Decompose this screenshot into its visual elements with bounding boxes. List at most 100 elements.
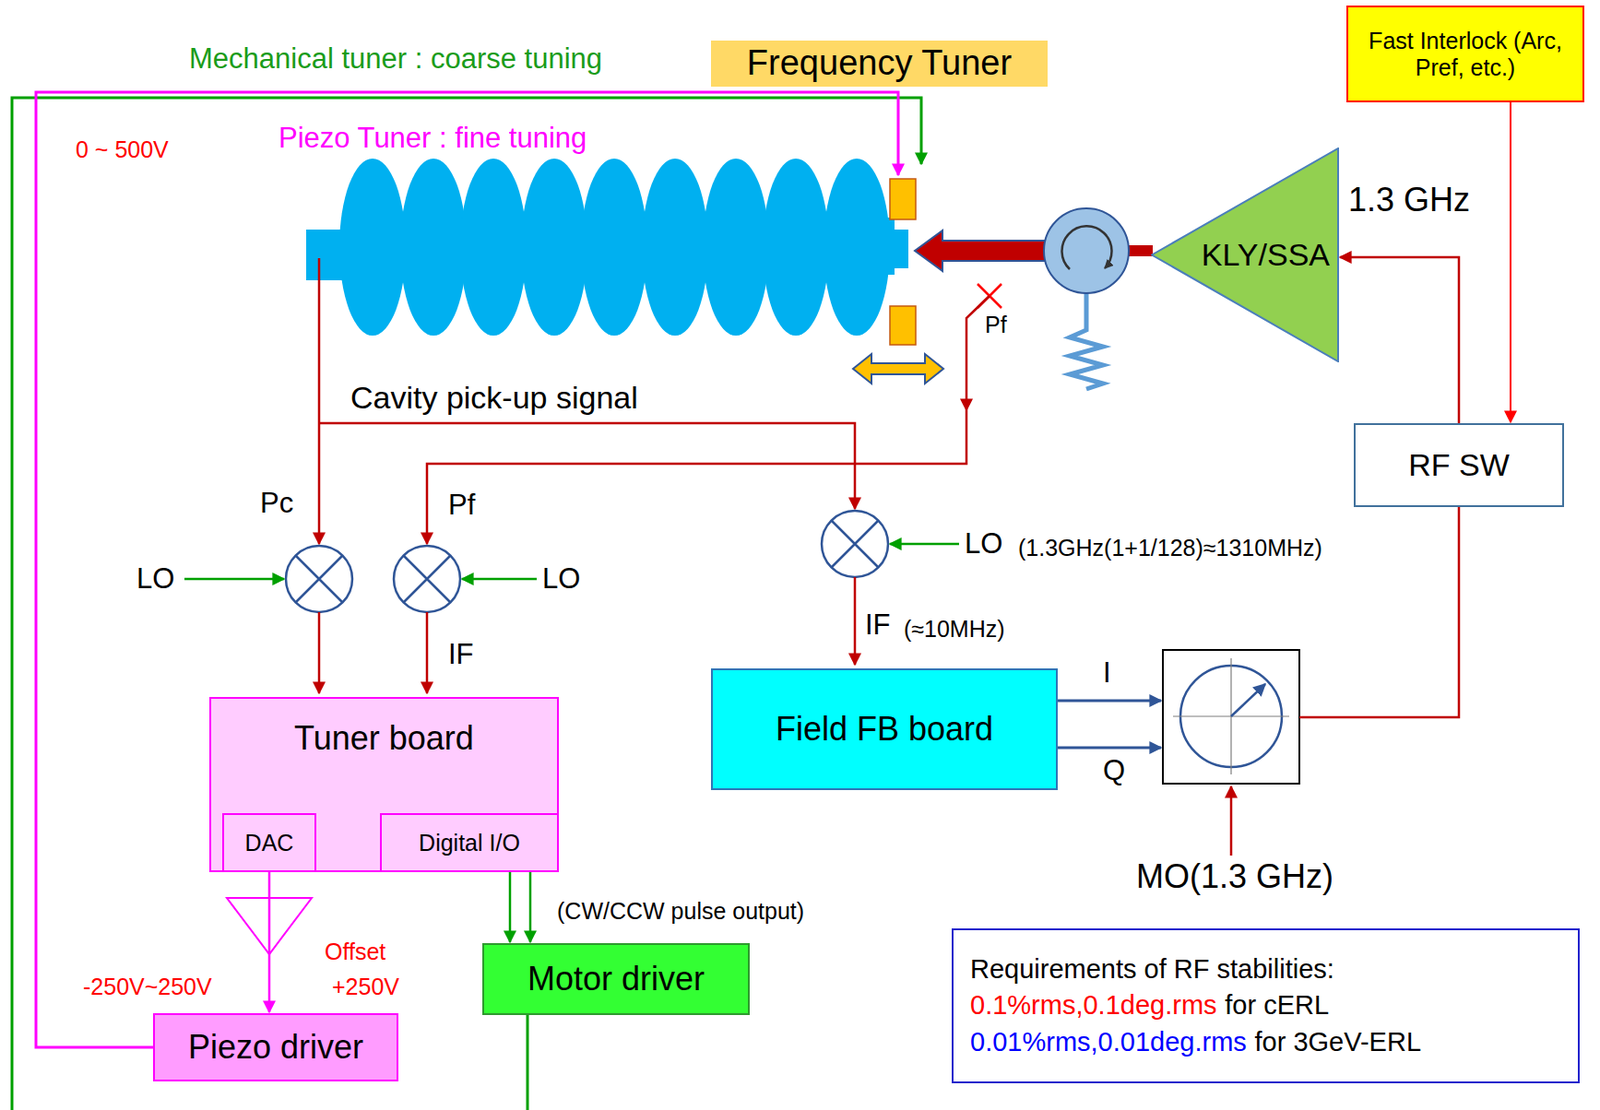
if-line: [853, 577, 857, 665]
cavity-cell: [460, 158, 527, 336]
mixers: [285, 510, 889, 613]
phasor-arrow: [1231, 684, 1266, 717]
note-box: Requirements of RF stabilities: 0.1%rms,0…: [951, 928, 1580, 1084]
signal-label: Pf: [984, 311, 1008, 339]
driver-box: Piezo driver: [153, 1013, 399, 1082]
note-text: Requirements of RF stabilities:: [970, 954, 1335, 984]
piezo-wire: [35, 92, 899, 1048]
signal-connector: [529, 872, 533, 943]
triangle-shape: [1151, 148, 1339, 362]
note-text: for cERL: [1224, 990, 1329, 1020]
node-label: Digital I/O: [418, 829, 521, 857]
note-text: 0.01%rms,0.01deg.rms: [970, 1027, 1247, 1057]
mo-line: [1230, 786, 1233, 856]
q-line: [1057, 746, 1162, 750]
note-line: 0.1%rms,0.1deg.rmsfor cERL: [970, 990, 1329, 1021]
cavity: [306, 158, 909, 336]
lo-line: [889, 543, 960, 546]
circulator: [1043, 208, 1129, 294]
interlock-box: Fast Interlock (Arc, Pref, etc.): [1346, 5, 1585, 103]
node-label: KLY/SSA: [1201, 237, 1330, 273]
forward-power-arrow: [914, 230, 1046, 272]
signal-label: +250V: [331, 973, 400, 1001]
phasor-axes: [1173, 658, 1290, 775]
circulator-arrow: [1061, 225, 1112, 270]
signal-label: LO: [542, 562, 581, 596]
cavity-cell: [521, 158, 588, 336]
i-line: [1057, 699, 1162, 703]
pickup-line: [318, 258, 321, 545]
signal-label: Piezo Tuner : fine tuning: [278, 121, 587, 155]
signal-label: I: [1102, 656, 1112, 690]
signal-label: Mechanical tuner : coarse tuning: [189, 42, 603, 76]
dummy-load: [1069, 293, 1103, 390]
node-label: RF SW: [1408, 447, 1510, 484]
signal-label: Offset: [324, 938, 386, 966]
note-text: 0.1%rms,0.1deg.rms: [970, 990, 1218, 1020]
signal-label: Pf: [448, 488, 475, 522]
motor-wire: [526, 1015, 530, 1110]
signal-label: -250V~250V: [82, 973, 213, 1001]
signal-connector: [509, 872, 512, 943]
if-line: [426, 612, 429, 694]
amplifier-triangle: KLY/SSA: [1150, 147, 1340, 363]
node-label: Field FB board: [775, 710, 994, 748]
signal-label: (≈10MHz): [903, 616, 1006, 643]
signal-label: (CW/CCW pulse output): [557, 898, 805, 925]
rf-line: [1126, 245, 1153, 257]
title-box: Frequency Tuner: [711, 40, 1048, 87]
node-label: Frequency Tuner: [746, 43, 1012, 84]
signal-label: IF: [448, 638, 475, 672]
tuner-block: [889, 306, 916, 345]
node-label: Fast Interlock (Arc, Pref, etc.): [1362, 27, 1570, 82]
cavity-cell: [400, 158, 467, 336]
note-text: for 3GeV-ERL: [1255, 1027, 1423, 1057]
cavity-cell: [762, 158, 830, 336]
note-line: Requirements of RF stabilities:: [970, 954, 1335, 985]
node-label: DAC: [245, 829, 295, 857]
mechanical-tuner-wire: [11, 97, 922, 1110]
io-box: Digital I/O: [379, 813, 559, 873]
dac-box: DAC: [222, 813, 317, 873]
pickup-line: [319, 423, 855, 510]
cavity-cell: [339, 158, 406, 336]
cavity-cell: [823, 158, 890, 336]
driver-box: Motor driver: [482, 943, 750, 1016]
pf-line: [426, 410, 967, 545]
mixer-symbol: [821, 510, 889, 578]
board-box: Tuner boardDAC Digital I/O: [209, 697, 559, 873]
signal-label: 0 ~ 500V: [75, 136, 169, 164]
signal-label: LO: [136, 562, 175, 596]
note-line: 0.01%rms,0.01deg.rms for 3GeV-ERL: [970, 1027, 1422, 1058]
signal-label: Pc: [260, 486, 294, 521]
tuner-motion-arrow: [853, 354, 944, 384]
node-label: Tuner board: [294, 719, 475, 758]
cavity-cell: [580, 158, 648, 336]
board-box: Field FB board: [711, 668, 1058, 791]
iq-modulator: [1162, 650, 1300, 784]
lo-line: [462, 578, 537, 581]
signal-label: Q: [1102, 754, 1126, 788]
signal-connector: [1339, 257, 1459, 424]
signal-label: Cavity pick-up signal: [350, 379, 639, 416]
mixer-symbol: [393, 545, 461, 613]
signal-connector: [268, 872, 272, 1013]
signal-connector: [1509, 102, 1512, 423]
signal-label: 1.3 GHz: [1348, 180, 1470, 219]
signal-label: MO(1.3 GHz): [1136, 857, 1334, 896]
node-label: Piezo driver: [188, 1028, 364, 1067]
switch-box: RF SW: [1353, 423, 1565, 508]
tuner-block: [889, 178, 916, 220]
rf-drive-line: [1299, 507, 1459, 718]
mixer-cross: [403, 556, 451, 603]
mixer-cross: [296, 556, 343, 603]
signal-label: (1.3GHz(1+1/128)≈1310MHz): [1018, 534, 1323, 562]
mixer-cross: [831, 521, 878, 568]
signal-label: LO: [964, 527, 1003, 561]
if-line: [318, 612, 321, 694]
mixer-symbol: [285, 545, 353, 613]
cavity-cell: [702, 158, 770, 336]
node-label: Motor driver: [527, 960, 705, 998]
cavity-cell: [641, 158, 709, 336]
